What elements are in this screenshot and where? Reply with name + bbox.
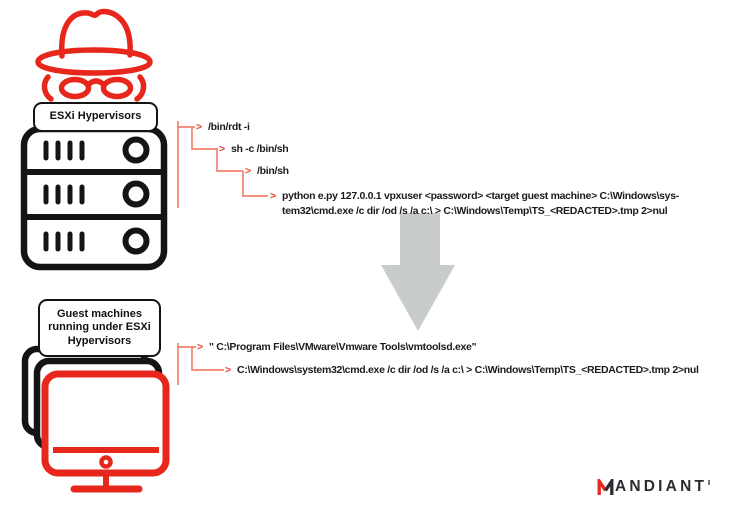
- guest-label-line1: Guest machines: [57, 307, 142, 320]
- command-text-line1: python e.py 127.0.0.1 vpxuser <password>…: [282, 190, 679, 202]
- guest-label-line3: Hypervisors: [67, 334, 132, 347]
- guest-monitors-icon: [21, 345, 170, 493]
- down-arrow: [381, 213, 455, 331]
- mandiant-logo-text: ANDIANT: [615, 478, 708, 495]
- command-text: C:\Windows\system32\cmd.exe /c dir /od /…: [237, 364, 699, 376]
- process-row-sh-c: > sh -c /bin/sh: [219, 142, 289, 157]
- chevron-icon: >: [225, 364, 231, 376]
- guest-label-line2: running under ESXi: [48, 321, 151, 334]
- server-rack-icon: [20, 125, 168, 271]
- command-text-line2: tem32\cmd.exe /c dir /od /s /a c:\ > C:\…: [282, 205, 668, 217]
- process-row-python: > python e.py 127.0.0.1 vpxuser <passwor…: [270, 189, 679, 219]
- process-row-bin-sh: > /bin/sh: [245, 164, 289, 179]
- command-text: " C:\Program Files\VMware\Vmware Tools\v…: [209, 341, 477, 353]
- esxi-hypervisors-label: ESXi Hypervisors: [33, 102, 158, 132]
- chevron-icon: >: [270, 190, 276, 202]
- chevron-icon: >: [245, 165, 251, 177]
- process-row-vmtoolsd: > " C:\Program Files\VMware\Vmware Tools…: [197, 340, 477, 355]
- spy-hacker-icon: [35, 8, 153, 102]
- trademark-mark: [708, 479, 711, 485]
- process-row-cmd-exe: > C:\Windows\system32\cmd.exe /c dir /od…: [225, 363, 699, 378]
- mandiant-logo: ANDIANT: [597, 476, 711, 498]
- command-text: python e.py 127.0.0.1 vpxuser <password>…: [282, 189, 679, 219]
- command-text: /bin/sh: [257, 165, 289, 177]
- chevron-icon: >: [219, 143, 225, 155]
- chevron-icon: >: [196, 121, 202, 133]
- process-row-bin-rdt: > /bin/rdt -i: [196, 120, 250, 135]
- chevron-icon: >: [197, 341, 203, 353]
- esxi-hypervisors-label-text: ESXi Hypervisors: [49, 110, 142, 123]
- command-text: sh -c /bin/sh: [231, 143, 289, 155]
- command-text: /bin/rdt -i: [208, 121, 250, 133]
- guest-machines-label: Guest machines running under ESXi Hyperv…: [38, 299, 161, 357]
- mandiant-m-icon: [597, 478, 614, 495]
